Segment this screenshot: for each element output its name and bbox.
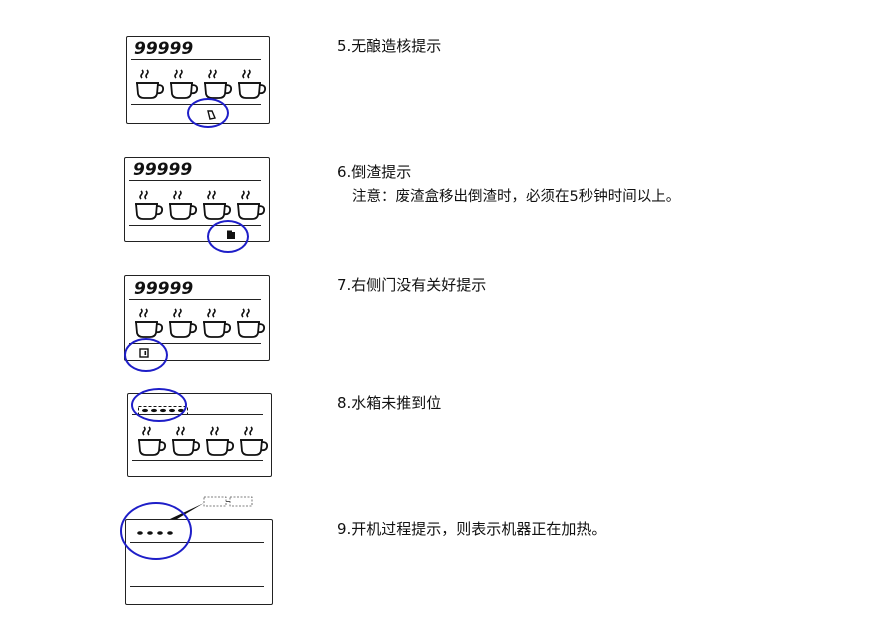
counter-readout: 99999 <box>134 279 194 299</box>
coffee-cup-icon <box>203 424 237 458</box>
highlight-ring <box>207 220 249 253</box>
step-6-note: 注意：废渣盒移出倒渣时，必须在5秒钟时间以上。 <box>352 189 681 205</box>
cup-row <box>132 306 268 340</box>
coffee-cup-icon <box>200 306 234 340</box>
cup-row <box>135 424 271 458</box>
divider-line <box>132 460 263 461</box>
divider-line <box>130 542 264 543</box>
coffee-cup-icon <box>166 306 200 340</box>
highlight-ring <box>124 338 168 372</box>
coffee-cup-icon <box>135 424 169 458</box>
step-7-text: 7.右侧门没有关好提示 <box>337 276 487 294</box>
display-panel-7: 99999 <box>124 275 270 361</box>
divider-line <box>130 586 264 587</box>
highlight-ring <box>187 98 229 128</box>
coffee-cup-icon <box>169 424 203 458</box>
cup-row <box>133 67 269 101</box>
divider-line <box>132 414 263 415</box>
coffee-cup-icon <box>201 67 235 101</box>
divider-line <box>129 180 261 181</box>
coffee-cup-icon <box>133 67 167 101</box>
divider-line <box>129 299 261 300</box>
divider-line <box>129 225 261 226</box>
cup-row <box>132 188 268 222</box>
coffee-cup-icon <box>234 306 268 340</box>
coffee-cup-icon <box>132 306 166 340</box>
display-panel-6: 99999 <box>124 157 270 242</box>
coffee-cup-icon <box>200 188 234 222</box>
coffee-cup-icon <box>132 188 166 222</box>
coffee-cup-icon <box>234 188 268 222</box>
coffee-cup-icon <box>235 67 269 101</box>
highlight-ring <box>120 502 192 560</box>
divider-line <box>131 59 261 60</box>
coffee-cup-icon <box>237 424 271 458</box>
divider-line <box>129 343 261 344</box>
counter-readout: 99999 <box>134 39 194 59</box>
step-5-text: 5.无酿造核提示 <box>337 37 442 55</box>
coffee-cup-icon <box>166 188 200 222</box>
step-9-text: 9.开机过程提示，则表示机器正在加热。 <box>337 520 607 538</box>
highlight-ring <box>131 388 187 422</box>
counter-readout: 99999 <box>133 160 193 180</box>
step-8-text: 8.水箱未推到位 <box>337 394 442 412</box>
step-6-text: 6.倒渣提示 <box>337 163 412 181</box>
coffee-cup-icon <box>167 67 201 101</box>
